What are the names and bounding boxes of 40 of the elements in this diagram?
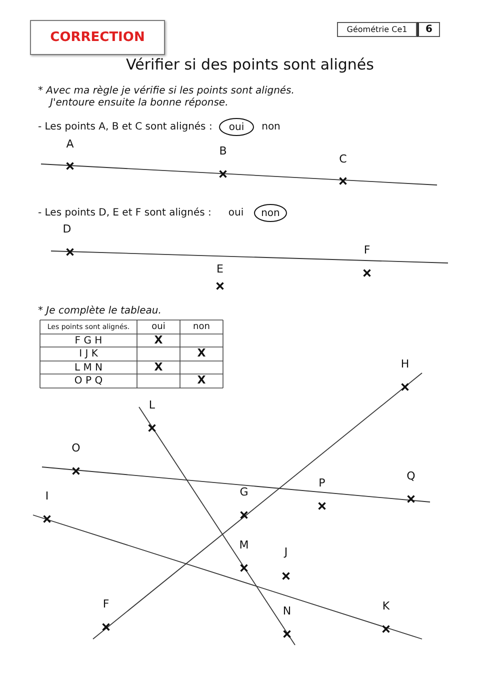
- point-label: K: [382, 600, 390, 614]
- table-cell: X: [154, 361, 163, 374]
- instruction-text: * Je complète le tableau.: [38, 305, 162, 317]
- correction-stamp: CORRECTION: [30, 20, 165, 55]
- answer-option: non: [262, 121, 280, 133]
- point-label: A: [66, 138, 74, 152]
- point-label: B: [219, 146, 227, 158]
- point-label: Q: [406, 470, 416, 484]
- table-cell: F G H: [74, 334, 102, 346]
- table-cell: L M N: [74, 362, 103, 374]
- point-label: M: [239, 540, 249, 552]
- table-cell: O P Q: [74, 375, 103, 387]
- circled-answer: non: [254, 204, 287, 222]
- point-label: H: [400, 358, 410, 372]
- point-label: I: [45, 490, 49, 504]
- instruction-text: * Avec ma règle je vérifie si les points sont alignés. J'entoure ensuite la bonne réponse.: [38, 86, 296, 108]
- point-label: E: [216, 264, 224, 276]
- point-label: F: [364, 244, 370, 258]
- point-label: G: [240, 486, 248, 500]
- point-label: L: [148, 400, 156, 412]
- answer-option: oui: [228, 207, 244, 219]
- table-cell: I J K: [79, 348, 98, 360]
- point-label: N: [282, 606, 292, 618]
- point-label: C: [339, 154, 347, 166]
- table-cell: X: [154, 334, 163, 347]
- question-text: - Les points D, E et F sont alignés :: [38, 207, 212, 219]
- table-header: non: [193, 322, 210, 332]
- table-header: oui: [152, 322, 166, 332]
- page-number-box: 6: [417, 22, 440, 37]
- table-cell: X: [197, 374, 206, 388]
- point-label: O: [72, 442, 80, 456]
- point-label: F: [102, 598, 110, 612]
- question-text: - Les points A, B et C sont alignés :: [38, 121, 212, 133]
- point-label: P: [318, 478, 326, 490]
- point-label: J: [284, 546, 288, 560]
- table-cell: X: [197, 348, 206, 360]
- circled-answer: oui: [219, 118, 254, 136]
- subject-tag: Géométrie Ce1: [337, 22, 417, 37]
- page-title: Vérifier si des points sont alignés: [126, 56, 374, 74]
- point-label: D: [62, 224, 72, 236]
